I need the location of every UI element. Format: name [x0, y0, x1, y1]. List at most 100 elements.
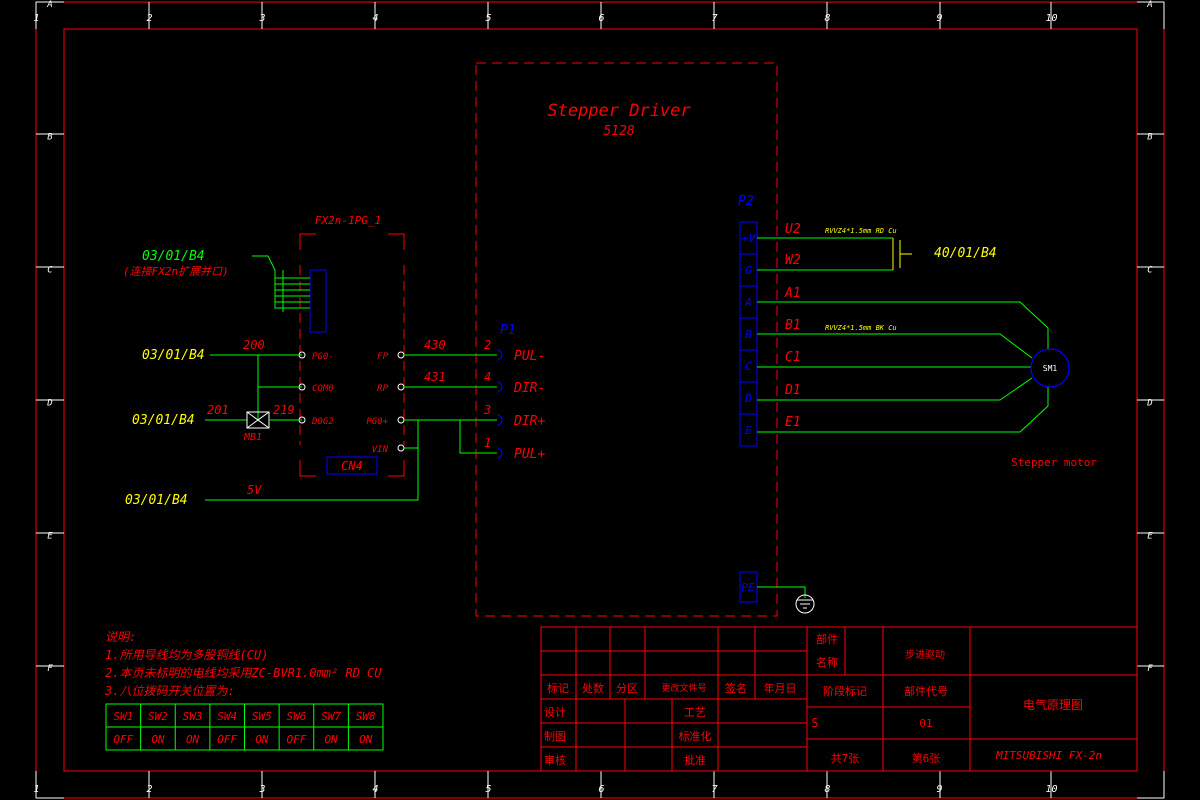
row-marker: C	[1147, 266, 1153, 276]
motor-symbol: SM1	[1043, 364, 1058, 373]
p1-pin-name: DIR+	[513, 414, 545, 429]
tb-part-code: 部件代号	[904, 684, 948, 698]
column-markers: 1122334455667788991010	[33, 2, 1165, 798]
driver-model: 5128	[603, 124, 634, 139]
motor-wire-label: W2	[785, 253, 801, 268]
row-marker: F	[47, 664, 53, 674]
p2-pin-label: A	[744, 296, 752, 309]
pe-terminal: PE	[739, 571, 815, 614]
ref-dog: 03/01/B4	[132, 413, 195, 428]
ref-motor-power: 40/01/B4	[934, 246, 997, 261]
p1-pin-name: DIR-	[513, 381, 545, 396]
dip-switch-table: SW1OFFSW2ONSW3ONSW4OFFSW5ONSW6OFFSW7ONSW…	[105, 703, 384, 751]
tb-part-value: 步进驱动	[905, 649, 945, 661]
dip-switch-state: ON	[186, 733, 200, 746]
plc-left-pin: DOG2	[311, 417, 334, 427]
wire-201: 201	[207, 403, 229, 417]
title-block-text: 标记 处数 分区 更改文件号 签名 年月日 设计 工艺 制图 标准化 审核 批准…	[544, 632, 1102, 767]
wire-200: 200	[243, 338, 265, 352]
plc-module-name: FX2n-1PG_1	[315, 214, 381, 227]
title-block	[540, 626, 1138, 772]
p2-pin-label: B	[745, 328, 752, 341]
tb-review: 审核	[544, 753, 566, 767]
tb-zone: 分区	[616, 682, 638, 695]
p1-pin-name: PUL+	[514, 447, 545, 462]
driver-title: Stepper Driver	[547, 101, 691, 121]
dip-switch-state: OFF	[113, 733, 133, 746]
p2-pin-label: C	[745, 360, 752, 373]
tb-drawing: 制图	[544, 730, 566, 743]
motor-caption: Stepper motor	[1011, 456, 1097, 469]
tb-code-value: 01	[919, 717, 932, 730]
row-marker: B	[1147, 133, 1153, 143]
motor-wire-label: B1	[785, 318, 801, 333]
tb-company: MITSUBISHI FX-2n	[995, 749, 1102, 762]
dip-switch-state: OFF	[287, 733, 307, 746]
plc-left-pin: PG0-	[312, 352, 334, 362]
notes-block: 说明: 1.所用导线均为多股铜线(CU) 2.本页未标明的电线均采用ZC-BVR…	[104, 630, 384, 751]
mb1-relay-icon	[246, 411, 270, 429]
notes-line-3: 3.八位拨码开关位置为:	[104, 684, 235, 698]
p1-pin-number: 4	[484, 370, 491, 384]
p1-pin-number: 2	[484, 338, 491, 352]
dip-switch-name: SW6	[287, 710, 307, 723]
ref-pg: 03/01/B4	[142, 348, 205, 363]
tb-standard: 标准化	[679, 729, 712, 743]
tb-date: 年月日	[764, 681, 797, 695]
tb-process: 工艺	[684, 706, 706, 719]
row-marker: F	[1147, 664, 1153, 674]
tb-part-label-1: 部件	[816, 632, 838, 646]
wire-219: 219	[273, 403, 295, 417]
tb-mark: 标记	[547, 681, 569, 695]
dip-switch-state: ON	[324, 733, 338, 746]
row-marker: D	[1146, 399, 1152, 409]
parallel-bus-connector	[252, 255, 327, 333]
dip-switch-name: SW8	[356, 710, 376, 723]
ref-5v: 03/01/B4	[125, 493, 188, 508]
p2-pin-label: E	[745, 424, 752, 437]
dip-switch-name: SW5	[252, 710, 272, 723]
p1-label: P1	[500, 323, 516, 338]
motor-wire-label: U2	[785, 222, 801, 237]
notes-line-2: 2.本页未标明的电线均采用ZC-BVR1.0mm² RD CU	[105, 666, 382, 680]
motor-wire-label: C1	[785, 350, 801, 365]
p1-pin-number: 1	[484, 436, 491, 450]
row-marker: A	[46, 0, 52, 10]
row-marker: B	[47, 133, 53, 143]
dip-switch-name: SW1	[113, 710, 133, 723]
tb-stage-value: S	[811, 716, 818, 730]
tb-sign: 签名	[725, 681, 747, 695]
row-marker: C	[47, 266, 53, 276]
motor-wire-label: E1	[785, 415, 801, 430]
dip-switch-state: ON	[255, 733, 269, 746]
mb1-label: MB1	[243, 432, 262, 443]
dip-switch-name: SW7	[321, 710, 341, 723]
notes-line-1: 1.所用导线均为多股铜线(CU)	[105, 648, 268, 662]
tb-stage-mark: 阶段标记	[823, 684, 867, 698]
plc-right-pin: VIN	[372, 445, 389, 455]
tb-part-label-2: 名称	[816, 655, 838, 669]
p1-pin-name: PUL-	[514, 349, 545, 364]
motor-icon: SM1	[1030, 348, 1070, 388]
dip-switch-state: ON	[359, 733, 373, 746]
p2-pin-label: D	[744, 392, 752, 405]
motor-wiring: SM1 Stepper motor RVVZ4*1.5mm RD Cu RVVZ…	[757, 222, 1097, 469]
ground-icon	[795, 594, 815, 614]
motor-wire-label: D1	[784, 383, 801, 398]
dip-switch-name: SW3	[183, 710, 203, 723]
dip-switch-name: SW4	[217, 710, 237, 723]
left-wiring: 200 201 219 MB1 5V 03/01/B4 (连接FX2n扩展并口)…	[123, 249, 419, 508]
cn4-label: CN4	[341, 459, 363, 473]
tb-count: 处数	[582, 682, 604, 695]
wire-430: 430	[424, 338, 446, 352]
row-marker: A	[1146, 0, 1152, 10]
tb-change-doc: 更改文件号	[661, 682, 706, 694]
ref-top-note: (连接FX2n扩展并口)	[123, 265, 229, 278]
